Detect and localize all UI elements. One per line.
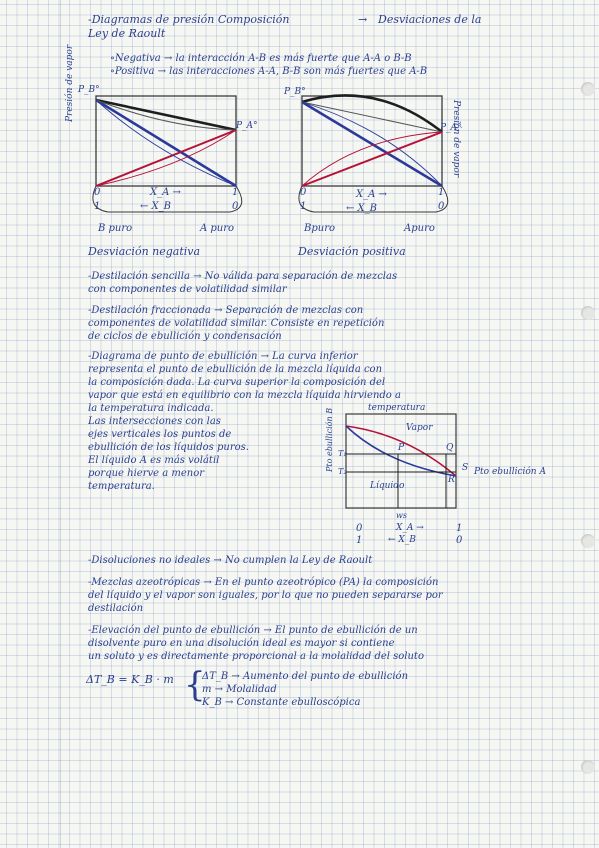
no-ideales: -Disoluciones no ideales → No cumplen la…: [88, 555, 373, 566]
ebullicion-4: vapor que está en equilibrio con la mezc…: [88, 390, 401, 401]
positive-deviation-def: ∘Positiva → las interacciones A-A, B-B s…: [110, 66, 428, 77]
a-puro-label: A puro: [200, 223, 235, 234]
def-delta-t: ΔT_B → Aumento del punto de ebullición: [202, 671, 409, 682]
xb-label: ← X_B: [346, 203, 378, 214]
raoult-result-2: Ley de Raoult: [88, 27, 166, 40]
ebullicion-1: -Diagrama de punto de ebullición → La cu…: [88, 351, 358, 362]
xb-one: 1: [300, 201, 307, 212]
pb-label: P_B°: [78, 85, 100, 95]
x-zero: 0: [356, 523, 363, 534]
destilacion-sencilla-2: con componentes de volatilidad similar: [88, 284, 287, 295]
xb-zero: 0: [456, 535, 463, 546]
destilacion-sencilla-1: -Destilación sencilla → No válida para s…: [88, 271, 398, 282]
b-puro-label: B puro: [98, 223, 133, 234]
xa-label: X_A →: [396, 523, 424, 533]
destilacion-fraccionada-1: -Destilación fraccionada → Separación de…: [88, 305, 364, 316]
negative-deviation-def: ∘Negativa → la interacción A-B es más fu…: [110, 53, 412, 64]
ebullicion-2: representa el punto de ebullición de la …: [88, 364, 383, 375]
vapor-label: Vapor: [406, 423, 433, 433]
x-one: 1: [456, 523, 463, 534]
brace: {: [184, 665, 206, 705]
ebullicion-9: El líquido A es más volátil: [88, 455, 220, 466]
xb-zero: 0: [438, 201, 445, 212]
azeotropicas-3: destilación: [88, 603, 144, 614]
x-one: 1: [438, 187, 445, 198]
x-one: 1: [232, 187, 239, 198]
xb-one: 1: [356, 535, 363, 546]
elevacion-2: disolvente puro en una disolución ideal …: [88, 638, 395, 649]
ws-label: ws: [396, 511, 407, 520]
point-s: S: [462, 463, 469, 473]
xb-label: ← X_B: [388, 535, 416, 545]
xb-label: ← X_B: [140, 201, 172, 212]
right-arrow-icon: →: [358, 13, 368, 26]
formula: ΔT_B = K_B · m: [86, 673, 174, 686]
destilacion-fraccionada-3: de ciclos de ebullición y condensación: [88, 331, 282, 342]
t2-label: T₂: [338, 467, 347, 476]
ebullicion-11: temperatura.: [88, 481, 155, 492]
def-kb: K_B → Constante ebulloscópica: [202, 697, 361, 708]
point-q: Q: [446, 443, 454, 453]
destilacion-fraccionada-2: componentes de volatilidad similar. Cons…: [88, 318, 385, 329]
temperature-label: temperatura: [368, 403, 426, 413]
positive-caption: Desviación positiva: [298, 245, 406, 258]
y-axis-label: Presión de vapor: [451, 100, 461, 178]
azeotropicas-2: del líquido y el vapor son iguales, por …: [88, 590, 443, 601]
y-axis-label: Presión de vapor: [65, 44, 75, 122]
ebullicion-7: ejes verticales los puntos de: [88, 429, 232, 440]
raoult-heading: -Diagramas de presión Composición: [88, 13, 290, 26]
pb-label: P_B°: [284, 87, 306, 97]
binder-hole: [581, 306, 595, 320]
liquido-label: Líquido: [370, 481, 405, 491]
azeotropicas-1: -Mezclas azeotrópicas → En el punto azeo…: [88, 577, 439, 588]
elevacion-3: un soluto y es directamente proporcional…: [88, 651, 424, 662]
boiling-b-label: Pto ebullición B: [325, 407, 334, 472]
ebullicion-6: Las intersecciones con las: [88, 416, 221, 427]
xb-zero: 0: [232, 201, 239, 212]
b-puro-label: Bpuro: [304, 223, 335, 234]
pa-label: P_A°: [236, 121, 258, 131]
point-p: P: [398, 443, 405, 453]
ebullicion-5: la temperatura indicada.: [88, 403, 214, 414]
x-zero: 0: [300, 187, 307, 198]
binder-hole: [581, 760, 595, 774]
def-m: m → Molalidad: [202, 684, 277, 695]
xa-label: X_A →: [356, 189, 387, 200]
xb-one: 1: [94, 201, 101, 212]
ebullicion-10: porque hierve a menor: [88, 468, 205, 479]
pa-label: P_A°: [440, 123, 462, 133]
negative-deviation-diagram: [92, 95, 243, 213]
ebullicion-8: ebullición de los líquidos puros.: [88, 442, 249, 453]
negative-caption: Desviación negativa: [88, 245, 201, 258]
boiling-point-diagram: [345, 413, 457, 509]
boiling-a-label: Pto ebullición A: [474, 467, 546, 477]
a-puro-label: Apuro: [404, 223, 435, 234]
point-r: R: [448, 475, 455, 485]
binder-hole: [581, 82, 595, 96]
binder-hole: [581, 534, 595, 548]
raoult-result: Desviaciones de la: [378, 13, 482, 26]
positive-deviation-diagram: [298, 94, 449, 213]
elevacion-1: -Elevación del punto de ebullición → El …: [88, 625, 418, 636]
ebullicion-3: la composición dada. La curva superior l…: [88, 377, 386, 388]
x-zero: 0: [94, 187, 101, 198]
t1-label: T₁: [338, 449, 347, 458]
margin-line: [60, 0, 61, 848]
xa-label: X_A →: [150, 187, 181, 198]
